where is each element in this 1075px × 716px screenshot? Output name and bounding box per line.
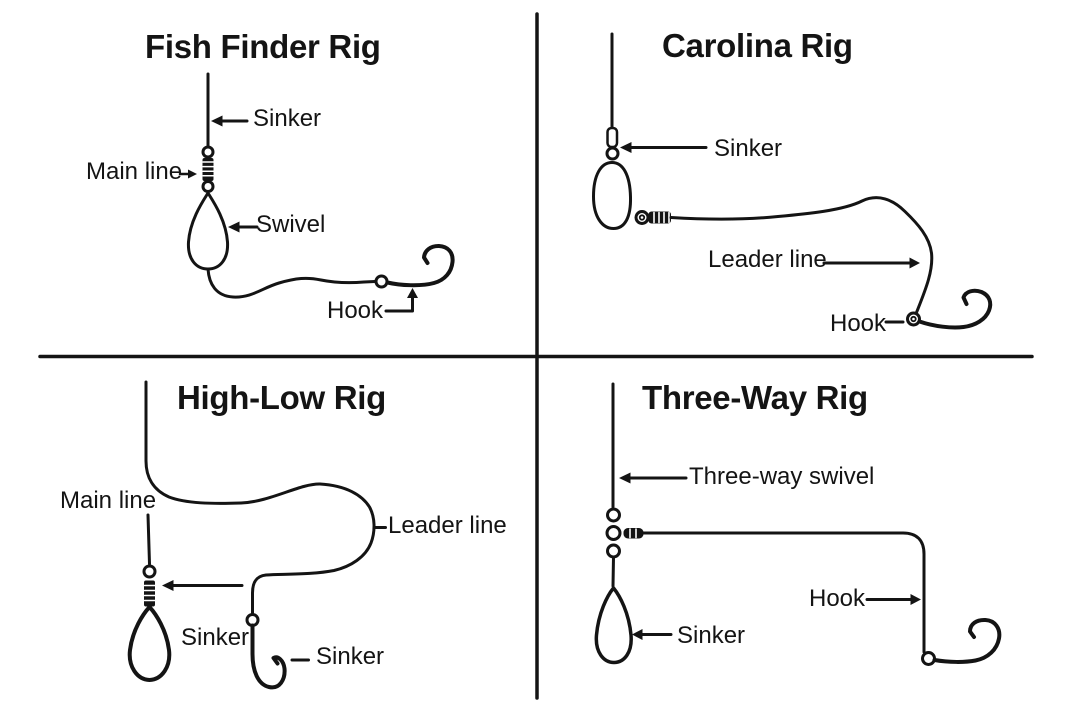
three-way-rig-drawing <box>594 382 1002 666</box>
dropper-line <box>642 531 926 654</box>
sinker-barrel <box>606 126 619 149</box>
high-low-leader-line-label: Leader line <box>388 512 507 539</box>
teardrop-sinker-weight <box>594 586 633 665</box>
sinker-drop-line <box>611 555 615 588</box>
swivel-coil <box>648 211 671 224</box>
swivel-arrow <box>228 221 259 233</box>
sinker-arrow <box>211 115 249 127</box>
clasp-ring <box>605 146 620 161</box>
hook-arrow <box>865 594 921 605</box>
hook <box>932 617 1002 664</box>
sinker-arrow <box>632 629 673 640</box>
carolina-hook-label: Hook <box>830 310 887 337</box>
high-low-rig-title: High-Low Rig <box>177 379 387 416</box>
main-line-and-leader-loop <box>144 380 376 616</box>
hook-eye <box>374 274 389 289</box>
leader-line <box>206 267 377 299</box>
fish-finder-main-line-label: Main line <box>86 158 183 185</box>
fish-finder-hook-label: Hook <box>327 297 384 324</box>
three-way-hook-label: Hook <box>809 585 866 612</box>
sliding-sinker-coil <box>202 158 215 181</box>
fish-finder-sinker-label: Sinker <box>253 105 322 132</box>
fish-finder-swivel-label: Swivel <box>256 211 326 238</box>
high-low-sinker-bottom-label: Sinker <box>316 643 385 670</box>
three-way-rig-title: Three-Way Rig <box>642 379 868 416</box>
high-low-main-line-label: Main line <box>60 487 157 514</box>
swivel-arrow <box>162 580 244 591</box>
main-line-lower <box>146 513 151 566</box>
leader-line-arrow <box>822 257 920 269</box>
high-low-sinker-top-label: Sinker <box>181 624 250 651</box>
teardrop-sinker-loop <box>127 605 172 682</box>
hook-eye-inner <box>910 315 917 323</box>
teardrop-weight <box>186 191 230 271</box>
swivel-coil <box>143 580 156 607</box>
carolina-rig-drawing <box>592 32 993 330</box>
sinker-arrow <box>620 142 708 153</box>
swivel-ring-top <box>606 507 621 523</box>
hook <box>385 243 455 288</box>
swivel-ring-middle <box>605 525 622 541</box>
carolina-leader-line-label: Leader line <box>708 246 827 273</box>
swivel-ring-bottom <box>606 543 621 559</box>
dropper-barrel <box>623 528 644 539</box>
hook-eye <box>906 311 921 327</box>
carolina-rig-title: Carolina Rig <box>662 27 853 64</box>
swivel-ring-bottom <box>201 180 215 193</box>
egg-sinker-weight <box>592 161 633 230</box>
three-way-swivel-arrow <box>619 472 688 484</box>
three-way-sinker-label: Sinker <box>677 622 746 649</box>
fish-finder-rig-drawing <box>178 72 455 313</box>
swivel-ring <box>634 210 650 225</box>
swivel-ring-inner <box>638 214 646 221</box>
carolina-sinker-label: Sinker <box>714 135 783 162</box>
swivel-ring-top <box>201 145 215 159</box>
hook-arrow <box>384 288 418 313</box>
main-line-arrow <box>178 169 197 179</box>
hook <box>917 288 993 330</box>
three-way-swivel-label: Three-way swivel <box>689 463 875 490</box>
swivel-ring <box>142 564 157 579</box>
quadrant-dividers <box>38 12 1034 700</box>
high-low-rig-drawing <box>127 380 387 690</box>
leader-line <box>669 196 934 314</box>
fish-finder-rig-title: Fish Finder Rig <box>145 28 381 65</box>
hook <box>250 623 287 690</box>
hook-eye <box>921 651 936 666</box>
